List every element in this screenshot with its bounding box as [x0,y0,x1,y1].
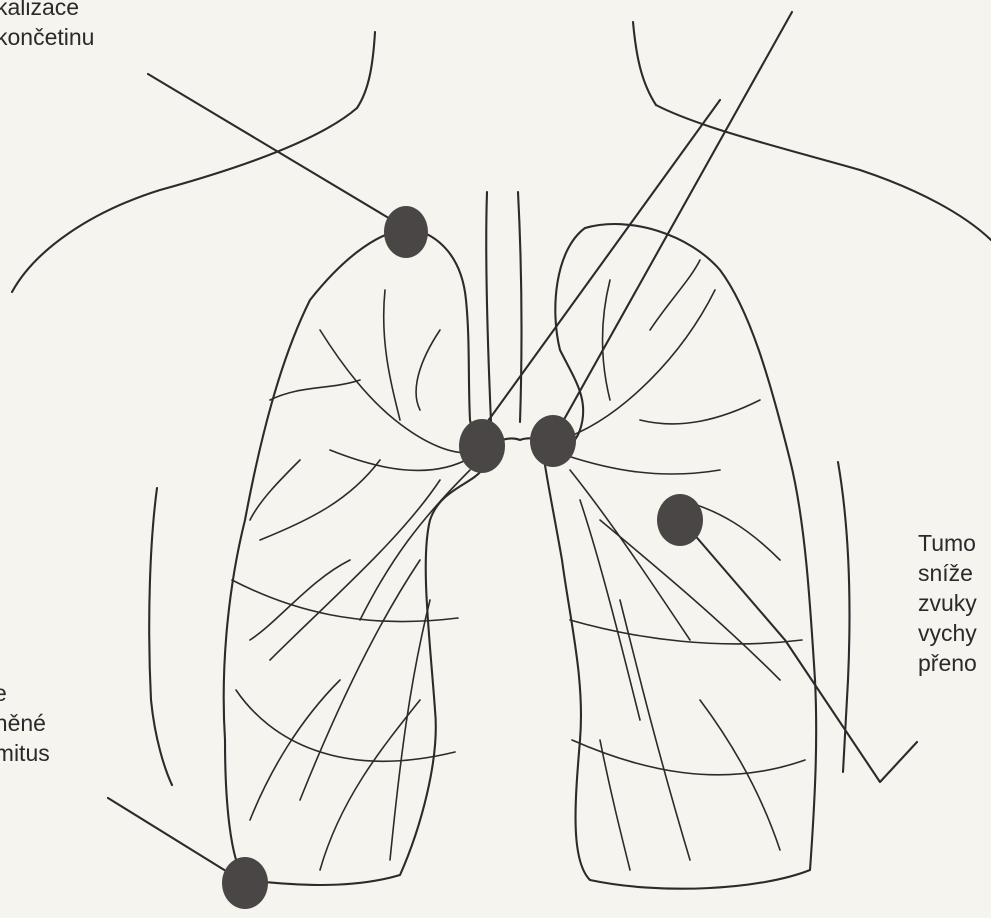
lesion-base-left [222,857,268,909]
left-branch-2 [330,450,470,470]
pointer-top-right-b [480,100,720,432]
label-top-left-line-1: kalizace [0,0,94,22]
left-branch-11 [250,680,340,820]
label-right: Tumo sníže zvuky vychy přeno [918,528,977,678]
right-fissure [570,620,802,644]
lesion-hilum-right [530,415,576,467]
right-lung [545,224,816,889]
label-right-line-5: přeno [918,648,977,678]
left-branch-14 [250,460,300,520]
label-bottom-left: e éněné emitus [0,678,50,768]
trachea-right-wall [518,192,521,422]
pointer-top-right-a [557,12,792,432]
right-branch-12 [650,260,700,330]
neck-left [357,32,375,108]
label-top-left-line-2: končetinu [0,22,94,52]
left-branch-8 [384,290,400,420]
label-right-line-1: Tumo [918,528,977,558]
right-branch-3 [570,470,690,640]
lesion-hilum-left [459,419,505,473]
left-branch-5 [300,560,420,800]
left-lung [224,228,482,885]
pointer-right [680,518,917,782]
right-branch-5 [600,520,780,680]
left-branch-10 [250,560,350,640]
left-branch-7 [260,460,380,540]
label-bottom-left-line-1: e [0,678,50,708]
label-bottom-left-line-2: éněné [0,708,50,738]
shoulder-right [656,105,991,240]
lesion-markers [222,206,703,909]
lesion-tumor-right [657,494,703,546]
label-bottom-left-line-3: emitus [0,738,50,768]
left-branch-main [320,330,480,453]
label-right-line-2: sníže [918,558,977,588]
left-branch-4 [270,480,440,660]
left-fissure-lower [236,690,455,761]
flank-right [838,462,850,772]
flank-left [149,488,172,785]
right-branch-7 [640,400,760,424]
right-branch-2 [565,455,720,474]
pointer-lines [108,12,917,876]
right-branch-4 [580,500,640,720]
left-lung-outline [224,228,482,885]
neck-right [633,22,656,105]
label-right-line-3: zvuky [918,588,977,618]
left-branch-13 [416,330,440,410]
left-branch-3 [360,470,470,620]
pointer-bottom-left [108,798,234,876]
label-top-left: kalizace končetinu [0,0,94,52]
shoulder-left [12,108,357,292]
label-right-line-4: vychy [918,618,977,648]
left-branch-9 [270,380,360,400]
left-branch-12 [320,700,420,870]
lesion-apex-left [384,206,428,258]
trachea-left-wall [486,192,491,422]
